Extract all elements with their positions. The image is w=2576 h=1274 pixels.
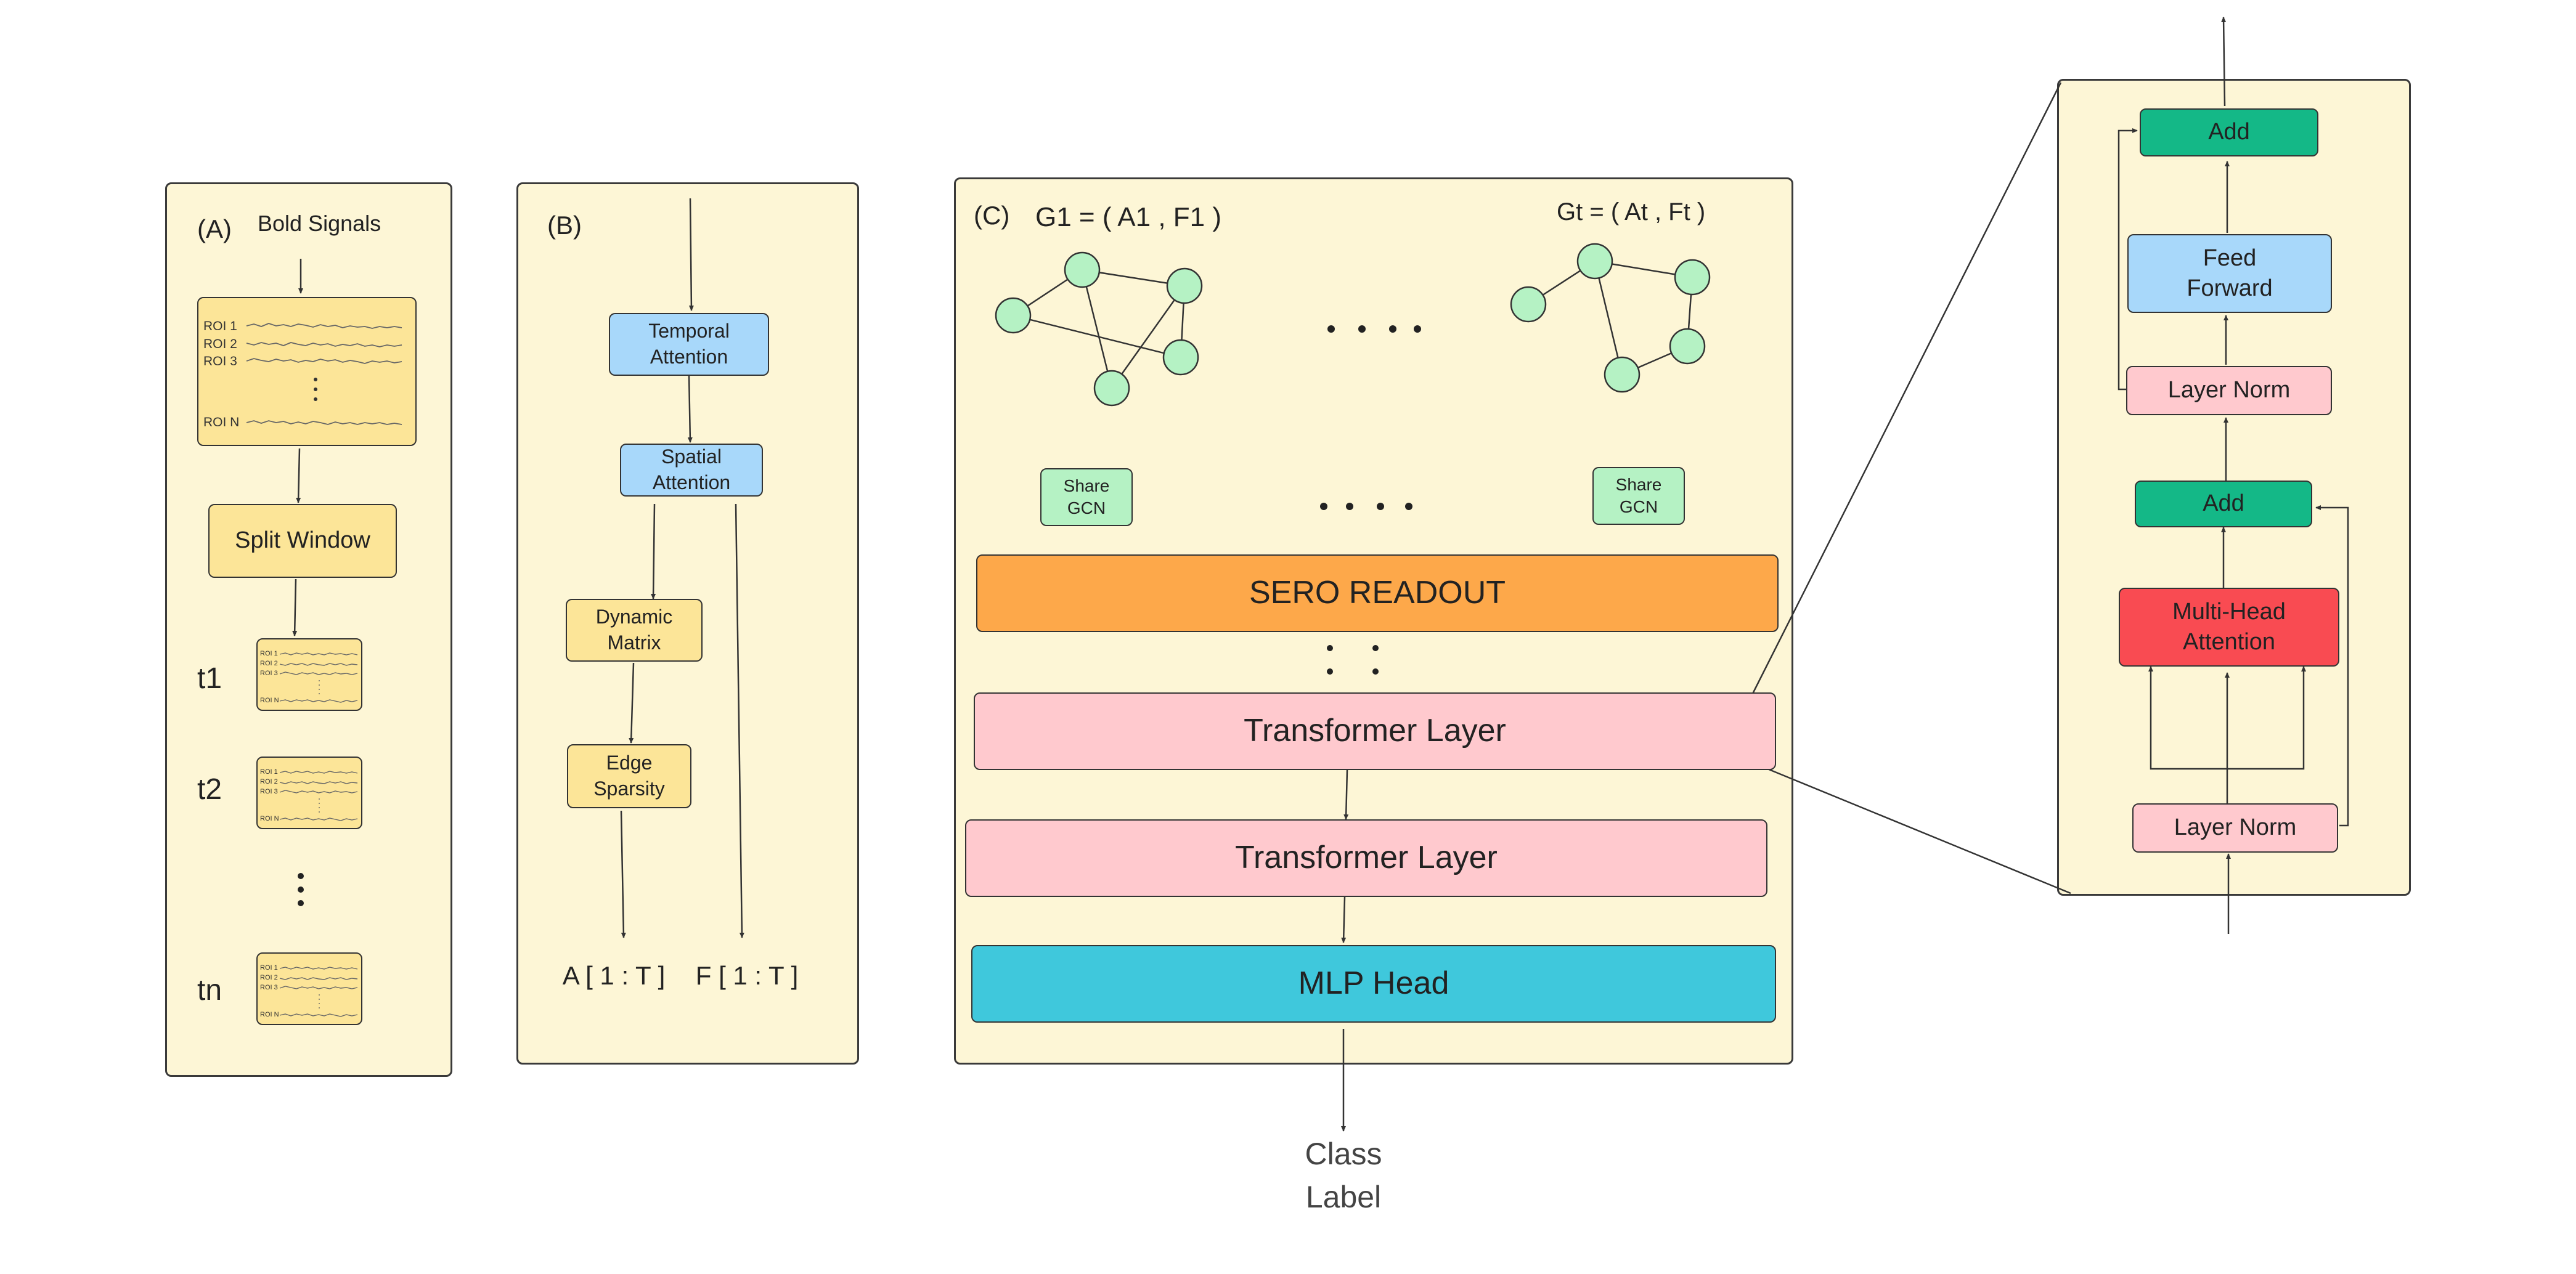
roi-3-label: ROI 3 [203,354,237,368]
roi-waveforms [246,323,402,425]
svg-text:ROI 1: ROI 1 [260,768,278,776]
window-card-tn: ROI 1 ROI 2 ROI 3 ROI N [256,952,362,1025]
panel-a-label: (A) [197,214,232,243]
svg-text:ROI 1: ROI 1 [260,650,278,657]
feed-forward-box: Feed Forward [2127,234,2332,313]
bold-signal-card: ROI 1 ROI 2 ROI 3 ROI N [197,297,417,446]
mlp-head-box: MLP Head [971,945,1776,1023]
graph-node [1674,259,1711,296]
svg-text:ROI 3: ROI 3 [260,670,278,677]
graph-node [1166,267,1203,304]
bold-signals-label: Bold Signals [258,211,381,236]
graph-node [995,297,1032,334]
svg-text:ROI 2: ROI 2 [260,974,278,981]
output-f-label: F [ 1 : T ] [695,961,799,990]
svg-text:ROI 2: ROI 2 [260,778,278,785]
transformer-layer-1-box: Transformer Layer [974,692,1776,770]
graph-node [1510,286,1547,323]
svg-text:ROI N: ROI N [260,815,279,822]
multi-head-attention-box: Multi-Head Attention [2119,588,2339,667]
temporal-attention-box: Temporal Attention [609,313,769,376]
svg-text:ROI 3: ROI 3 [260,984,278,991]
svg-text:ROI 2: ROI 2 [260,660,278,667]
svg-text:ROI 3: ROI 3 [260,788,278,795]
spatial-attention-box: Spatial Attention [620,444,763,497]
share-gcn-first-box: Share GCN [1040,468,1133,526]
layer-norm-bottom-box: Layer Norm [2132,803,2338,853]
add-top-box: Add [2140,108,2318,156]
roi-1-label: ROI 1 [203,319,237,333]
time-label-t2: t2 [197,773,222,806]
panel-c-label: (C) [974,201,1010,230]
graph-node [1093,370,1130,407]
edge-sparsity-box: Edge Sparsity [567,744,691,808]
class-label-output: Class Label [1305,1137,1382,1214]
layer-norm-top-box: Layer Norm [2126,366,2332,415]
time-label-tn: tn [197,974,222,1007]
svg-text:ROI N: ROI N [260,697,279,704]
graph-last-label: Gt = ( At , Ft ) [1557,198,1706,225]
panel-b-label: (B) [547,211,582,240]
svg-text:ROI 1: ROI 1 [260,964,278,972]
roi-2-label: ROI 2 [203,337,237,351]
window-card-t2: ROI 1 ROI 2 ROI 3 ROI N [256,757,362,829]
graph-first-label: G1 = ( A1 , F1 ) [1035,202,1222,232]
graph-node [1064,251,1101,288]
graph-node [1669,328,1706,365]
share-gcn-last-box: Share GCN [1592,467,1685,525]
split-window-box: Split Window [208,504,397,578]
transformer-layer-2-box: Transformer Layer [965,819,1767,897]
graph-node [1576,243,1613,280]
dynamic-matrix-box: Dynamic Matrix [566,599,703,662]
svg-text:ROI N: ROI N [260,1011,279,1018]
graph-node [1162,339,1199,376]
time-label-t1: t1 [197,662,222,695]
output-a-label: A [ 1 : T ] [562,961,666,990]
add-middle-box: Add [2135,481,2312,527]
roi-n-label: ROI N [203,415,240,429]
graph-node [1604,356,1641,393]
window-card-t1: ROI 1 ROI 2 ROI 3 ROI N [256,638,362,711]
sero-readout-box: SERO READOUT [976,554,1779,632]
